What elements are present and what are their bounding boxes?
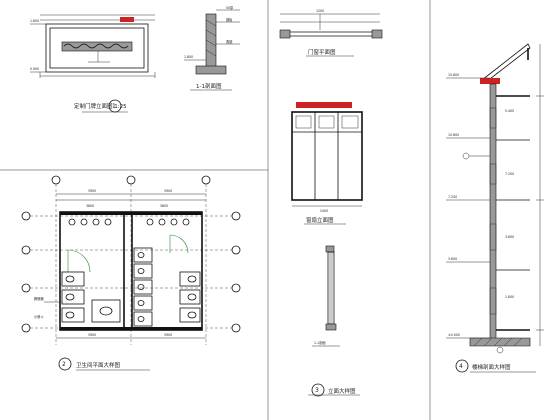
- window-side-caption: 立面大样图: [328, 387, 356, 395]
- svg-text:2400: 2400: [320, 209, 328, 213]
- svg-text:1-1剖面: 1-1剖面: [314, 340, 326, 345]
- toilet-plan: 3900 3900 3600 3600: [21, 175, 241, 371]
- toilet-plan-caption: 卫生间平面大样图: [76, 361, 121, 369]
- sink-row: [68, 218, 190, 226]
- section-1-1-caption: 1-1剖面图: [196, 82, 222, 90]
- svg-text:2: 2: [62, 361, 66, 368]
- stalls-middle: [133, 247, 153, 327]
- stalls-right: [179, 271, 201, 323]
- svg-text:角钢: 角钢: [226, 39, 232, 44]
- svg-text:3900: 3900: [164, 189, 172, 193]
- svg-text:蹲便器: 蹲便器: [34, 296, 44, 301]
- svg-text:3600: 3600: [160, 204, 168, 208]
- svg-text:3900: 3900: [88, 333, 96, 337]
- svg-text:1.800: 1.800: [30, 19, 39, 23]
- svg-text:3900: 3900: [164, 333, 172, 337]
- door-plan: 1200 门窗平面图: [279, 9, 383, 57]
- svg-text:±0.000: ±0.000: [448, 333, 460, 337]
- sheet-dividers: [0, 0, 431, 420]
- signboard-elevation-caption: 定制门牌立面图 1:25: [74, 102, 127, 110]
- svg-text:15.600: 15.600: [448, 73, 459, 77]
- signboard-elevation: 1.800 0.900 1 定制门牌立面图 1:25: [30, 14, 156, 113]
- window-side-detail: 1-1剖面 3 立面大样图: [308, 245, 360, 397]
- section-1-1: 50厚 钢板 角钢 1.800 1-1剖面图: [184, 5, 240, 91]
- door-plan-caption: 门窗平面图: [308, 48, 336, 56]
- svg-text:1: 1: [112, 103, 116, 110]
- stair-section-caption: 楼梯剖面大样图: [472, 363, 511, 371]
- svg-text:7.200: 7.200: [505, 172, 514, 176]
- svg-text:3900: 3900: [88, 189, 96, 193]
- svg-text:0.900: 0.900: [30, 67, 39, 71]
- svg-text:10.800: 10.800: [448, 133, 459, 137]
- svg-text:5.400: 5.400: [505, 109, 514, 113]
- svg-text:3600: 3600: [86, 204, 94, 208]
- stair-section: 5.400 7.200 3.600 1.800 15.600 10.800 7.…: [446, 43, 544, 373]
- svg-text:7.200: 7.200: [448, 195, 457, 199]
- svg-text:50厚: 50厚: [226, 5, 234, 10]
- svg-text:1200: 1200: [316, 9, 324, 13]
- stalls-left: [61, 271, 121, 323]
- svg-text:3.600: 3.600: [505, 235, 514, 239]
- svg-text:1.800: 1.800: [505, 295, 514, 299]
- svg-text:3: 3: [315, 387, 319, 394]
- svg-text:4: 4: [459, 363, 463, 370]
- svg-text:钢板: 钢板: [226, 17, 233, 22]
- window-elevation-caption: 窗扇立面图: [306, 216, 334, 224]
- window-elevation: 2400 窗扇立面图: [291, 102, 363, 225]
- svg-text:3.600: 3.600: [448, 257, 457, 261]
- svg-text:1.800: 1.800: [184, 55, 193, 59]
- svg-text:小便斗: 小便斗: [34, 314, 44, 319]
